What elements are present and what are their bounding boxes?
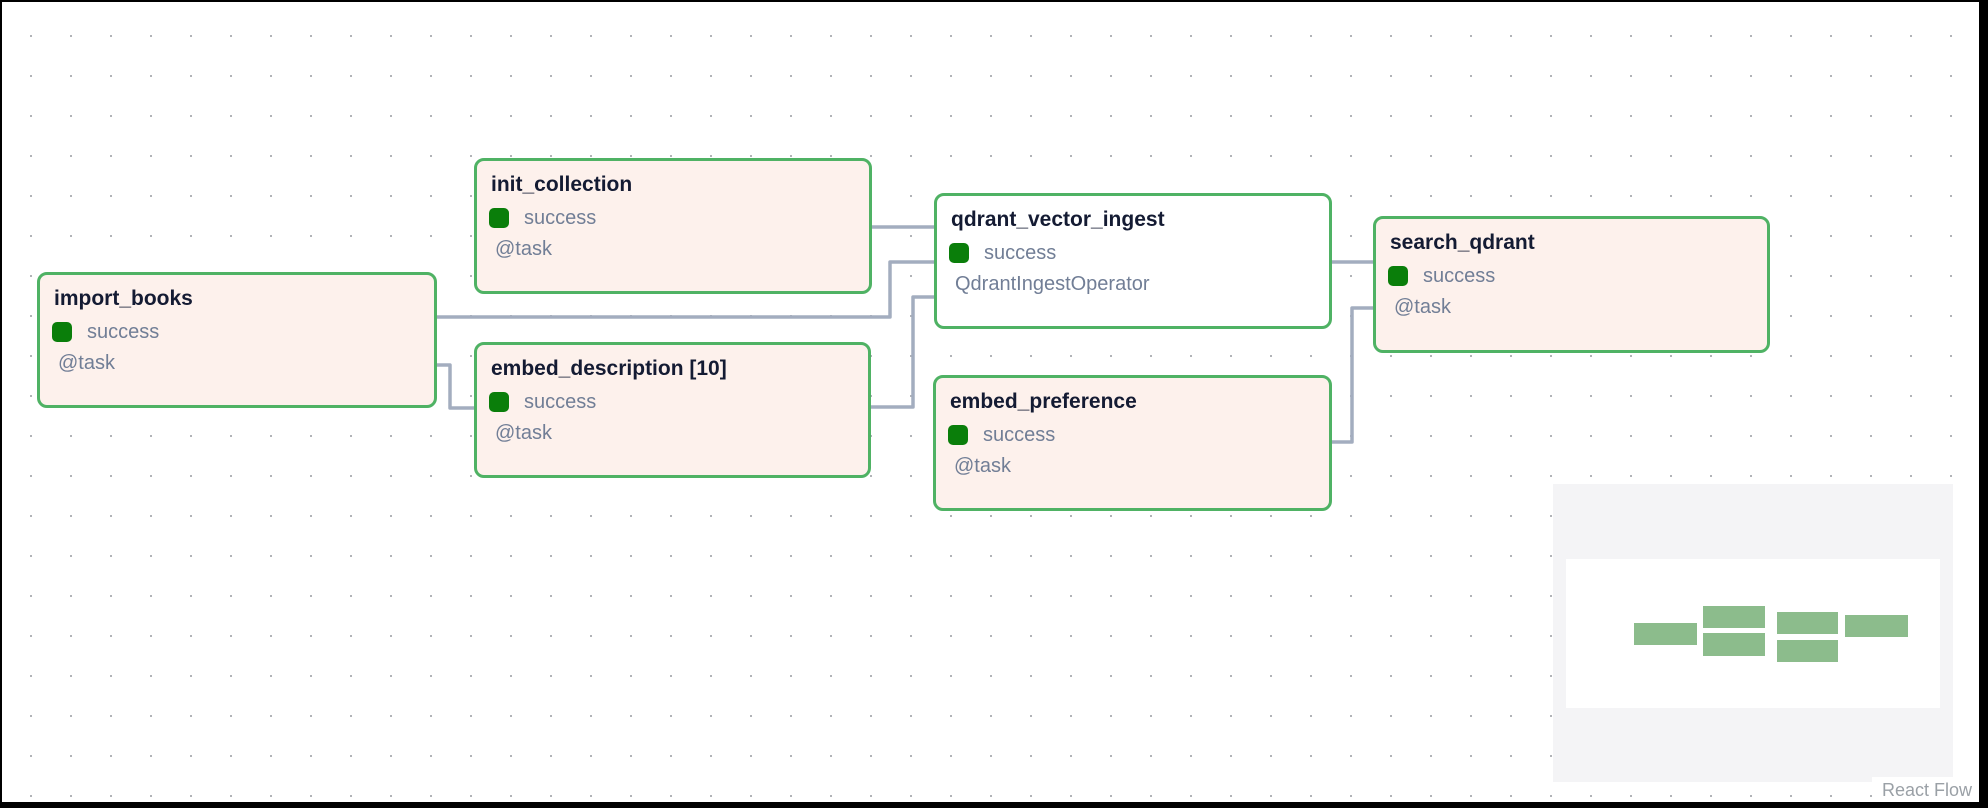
status-row: success [489,391,854,413]
task-title: qdrant_vector_ingest [951,208,1165,231]
task-node-search_qdrant[interactable]: search_qdrant success @task [1373,216,1770,353]
status-success-icon [489,392,509,412]
minimap-node-init_collection [1703,606,1765,628]
edge-import_books-to-embed_description [435,363,474,410]
status-row: success [948,424,1315,446]
task-operator: QdrantIngestOperator [955,273,1150,295]
task-status: success [983,424,1056,446]
task-status: success [524,391,597,413]
minimap-node-embed_description [1703,633,1765,656]
status-row: success [489,207,855,229]
task-title: embed_description [10] [491,357,727,380]
task-operator: @task [954,455,1011,477]
task-title: search_qdrant [1390,231,1535,254]
task-status: success [1423,265,1496,287]
react-flow-attribution-link[interactable]: React Flow [1871,777,1979,802]
task-status: success [984,242,1057,264]
edge-embed_description-to-qdrant_vector_ingest [869,295,934,409]
task-node-embed_description[interactable]: embed_description [10] success @task [474,342,871,478]
minimap[interactable] [1553,484,1953,782]
task-node-embed_preference[interactable]: embed_preference success @task [933,375,1332,511]
status-row: success [949,242,1315,264]
status-success-icon [52,322,72,342]
task-title: embed_preference [950,390,1137,413]
status-success-icon [489,208,509,228]
status-success-icon [1388,266,1408,286]
edge-embed_preference-to-search_qdrant [1330,306,1373,444]
status-success-icon [949,243,969,263]
task-title: import_books [54,287,193,310]
minimap-node-embed_preference [1777,640,1838,662]
task-operator: @task [58,352,115,374]
task-node-qdrant_vector_ingest[interactable]: qdrant_vector_ingest success QdrantInges… [934,193,1332,329]
minimap-node-search_qdrant [1845,615,1908,637]
task-node-init_collection[interactable]: init_collection success @task [474,158,872,294]
task-status: success [87,321,160,343]
task-operator: @task [495,422,552,444]
task-status: success [524,207,597,229]
task-operator: @task [1394,296,1451,318]
task-title: init_collection [491,173,633,196]
minimap-node-import_books [1634,623,1697,645]
task-node-import_books[interactable]: import_books success @task [37,272,437,408]
task-operator: @task [495,238,552,260]
minimap-node-qdrant_vector_ingest [1777,612,1838,634]
status-success-icon [948,425,968,445]
status-row: success [1388,265,1753,287]
status-row: success [52,321,420,343]
